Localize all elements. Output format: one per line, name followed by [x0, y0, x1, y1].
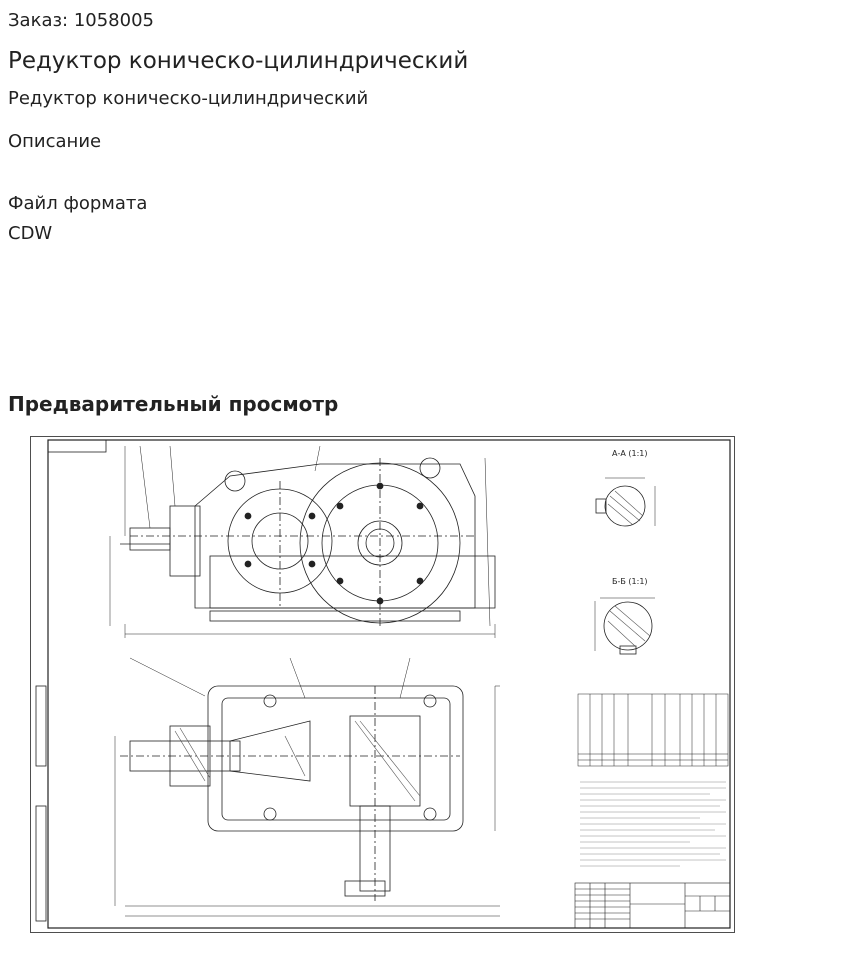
file-format-label: Файл формата [8, 193, 148, 214]
description-label: Описание [8, 131, 102, 152]
gearbox-front-view [120, 457, 496, 626]
characteristics-table [577, 693, 729, 767]
drawing-margin-box-lower [35, 805, 47, 922]
drawing-margin-box [35, 685, 47, 767]
section-aa [595, 477, 656, 527]
title-block [574, 882, 731, 929]
file-format-value: CDW [8, 223, 53, 244]
order-number: Заказ: 1058005 [8, 10, 154, 31]
technical-requirements [580, 781, 726, 867]
section-aa-label: А-А (1:1) [612, 449, 648, 458]
drawing-border [30, 436, 735, 933]
drawing-inner-frame [47, 439, 731, 929]
product-title: Редуктор коническо-цилиндрический [8, 48, 469, 74]
plan-view-dimensions [114, 657, 500, 917]
preview-drawing[interactable]: А-А (1:1) Б-Б (1:1) [30, 436, 735, 933]
product-subtitle: Редуктор коническо-цилиндрический [8, 88, 369, 109]
section-bb-label: Б-Б (1:1) [612, 577, 648, 586]
top-view-dimensions [109, 445, 496, 638]
drawing-corner-stamp [47, 439, 107, 453]
gearbox-plan-view [120, 685, 464, 901]
preview-heading: Предварительный просмотр [8, 392, 339, 416]
section-bb [594, 597, 655, 655]
